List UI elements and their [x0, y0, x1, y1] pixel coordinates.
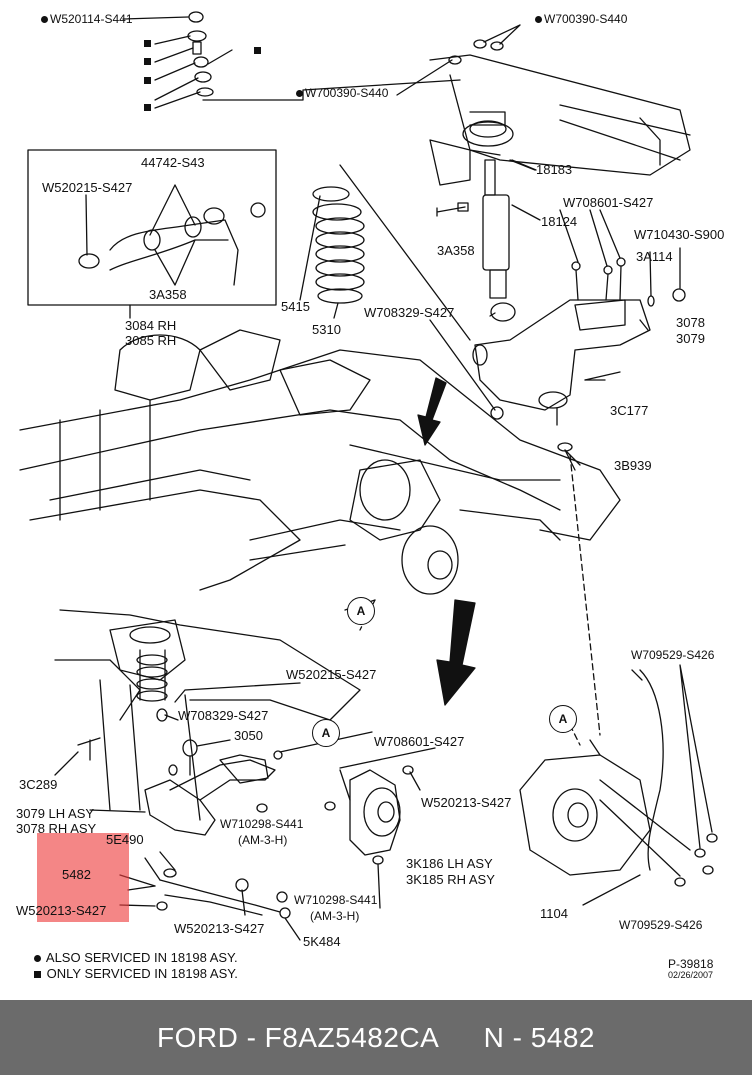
label-w700390-s440-top: W700390-S440 [535, 12, 627, 26]
label-3084-rh: 3084 RH [125, 318, 177, 333]
chassis-frame [19, 329, 621, 595]
label-w709529-s426-bottom: W709529-S426 [619, 918, 703, 932]
coil-spring [299, 186, 365, 319]
label-44742-s43: 44742-S43 [141, 155, 205, 170]
legend-square-row: ONLY SERVICED IN 18198 ASY. [34, 966, 238, 982]
dot-marker-icon [41, 16, 48, 24]
label-w520213-s427-left: W520213-S427 [16, 903, 107, 918]
label-w710430-s900: W710430-S900 [634, 227, 725, 242]
label-w708329-s427-top: W708329-S427 [364, 305, 455, 320]
legend-dot-row: ALSO SERVICED IN 18198 ASY. [34, 950, 238, 966]
lower-suspension-assembly [54, 609, 414, 865]
service-legend: ALSO SERVICED IN 18198 ASY. ONLY SERVICE… [34, 950, 238, 982]
label-3k186-lh-asy: 3K186 LH ASY [406, 856, 493, 871]
dot-marker-icon [296, 90, 303, 98]
dot-marker-icon [535, 16, 542, 24]
callout-a-1: A [347, 597, 375, 625]
figure-date: 02/26/2007 [668, 970, 714, 980]
square-marker-icon [34, 971, 41, 979]
label-w708329-s427: W708329-S427 [178, 708, 269, 723]
label-w520215-s427-inset: W520215-S427 [42, 180, 133, 195]
label-w520213-s427-bottom: W520213-S427 [174, 921, 265, 936]
diagram-art [19, 11, 718, 941]
label-w700390-s440-mid: W700390-S440 [296, 86, 388, 100]
part-number: FORD - F8AZ5482CA [156, 1022, 440, 1053]
label-3079-lh-asy: 3079 LH ASY [16, 806, 95, 821]
square-marker-icon [144, 40, 151, 47]
callout-a-2: A [312, 719, 340, 747]
figure-number: P-39818 [668, 957, 714, 971]
label-5415: 5415 [281, 299, 310, 314]
label-5k484: 5K484 [303, 934, 341, 949]
label-3078: 3078 [676, 315, 705, 330]
square-marker-icon [144, 58, 151, 65]
square-marker-icon [254, 47, 261, 54]
square-marker-icon [144, 77, 151, 84]
reference-number: N - 5482 [483, 1022, 596, 1053]
top-fastener-stack [122, 11, 461, 109]
label-5310: 5310 [312, 322, 341, 337]
label-w520213-s427-right: W520213-S427 [421, 795, 512, 810]
label-18183: 18183 [536, 162, 573, 177]
label-w708601-s427-top: W708601-S427 [563, 195, 654, 210]
label-am-3-h-lower: (AM-3-H) [310, 909, 360, 923]
direction-arrows [417, 377, 476, 706]
label-3078-rh-asy: 3078 RH ASY [16, 821, 97, 836]
shock-absorber [436, 159, 541, 322]
part-number-footer: FORD - F8AZ5482CA N - 5482 [0, 1000, 752, 1075]
label-3a358: 3A358 [437, 243, 475, 258]
label-3a114: 3A114 [636, 249, 673, 264]
stabilizer-link [127, 851, 291, 919]
abs-knuckle-assembly [519, 664, 718, 906]
label-5e490: 5E490 [106, 832, 144, 847]
label-w709529-s426-top: W709529-S426 [631, 648, 715, 662]
label-w710298-s441-lower: W710298-S441 [294, 893, 378, 907]
callout-a-3: A [549, 705, 577, 733]
label-w710298-s441-upper: W710298-S441 [220, 817, 304, 831]
label-3050: 3050 [234, 728, 263, 743]
label-1104: 1104 [540, 906, 568, 921]
label-18124: 18124 [541, 214, 578, 229]
label-3b939: 3B939 [614, 458, 652, 473]
label-5482: 5482 [62, 867, 91, 882]
label-3c177: 3C177 [610, 403, 649, 418]
label-3079: 3079 [676, 331, 705, 346]
upper-arm-inset [27, 149, 277, 319]
dashed-leaders [359, 454, 601, 746]
upper-frame-bracket [396, 24, 691, 186]
square-marker-icon [144, 104, 151, 111]
label-3c289: 3C289 [19, 777, 58, 792]
label-3a358-inset: 3A358 [149, 287, 187, 302]
label-w520114-s441: W520114-S441 [41, 12, 133, 26]
upper-control-arm [339, 164, 686, 452]
label-am-3-h-upper: (AM-3-H) [238, 833, 288, 847]
dot-marker-icon [34, 955, 41, 963]
label-3k185-rh-asy: 3K185 RH ASY [406, 872, 495, 887]
label-3085-rh: 3085 RH [125, 333, 177, 348]
label-w520215-s427: W520215-S427 [286, 667, 377, 682]
exploded-diagram: A A A W520114-S441 W700390-S440 W700390-… [16, 11, 725, 982]
steering-knuckle-hub [339, 769, 401, 856]
label-w708601-s427: W708601-S427 [374, 734, 465, 749]
highlight-5482 [37, 833, 129, 922]
